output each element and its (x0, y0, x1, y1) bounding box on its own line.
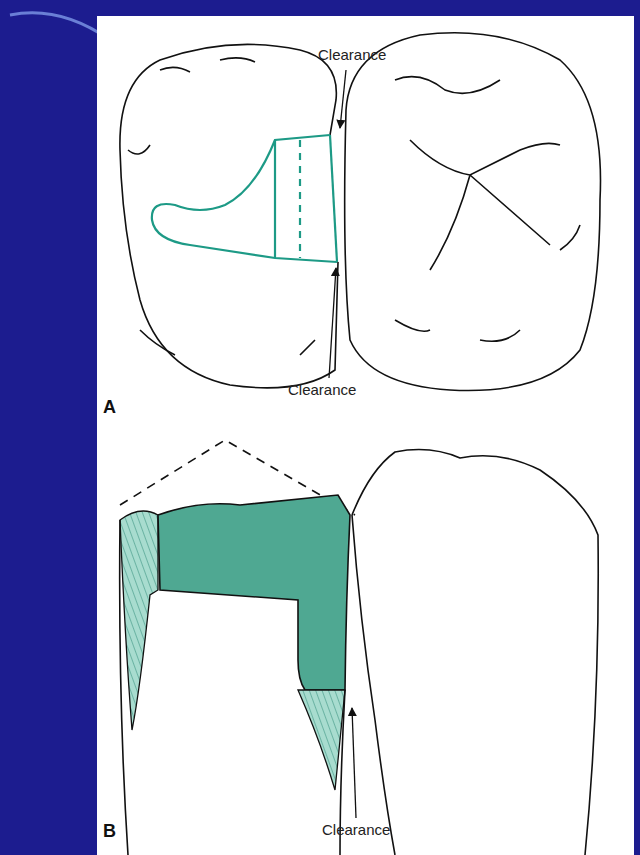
clearance-arrows (329, 70, 346, 378)
panel-letter: B (103, 822, 116, 842)
clearance-label: Clearance (322, 822, 390, 839)
clearance-label: Clearance (318, 47, 386, 64)
occlusal-view (120, 33, 601, 391)
clearance-label: Clearance (288, 382, 356, 399)
slide-swoosh (10, 13, 110, 40)
panel-letter: A (103, 398, 116, 418)
proximal-section (120, 440, 599, 855)
figure-panel (97, 16, 634, 855)
preparation-outline (152, 135, 337, 262)
